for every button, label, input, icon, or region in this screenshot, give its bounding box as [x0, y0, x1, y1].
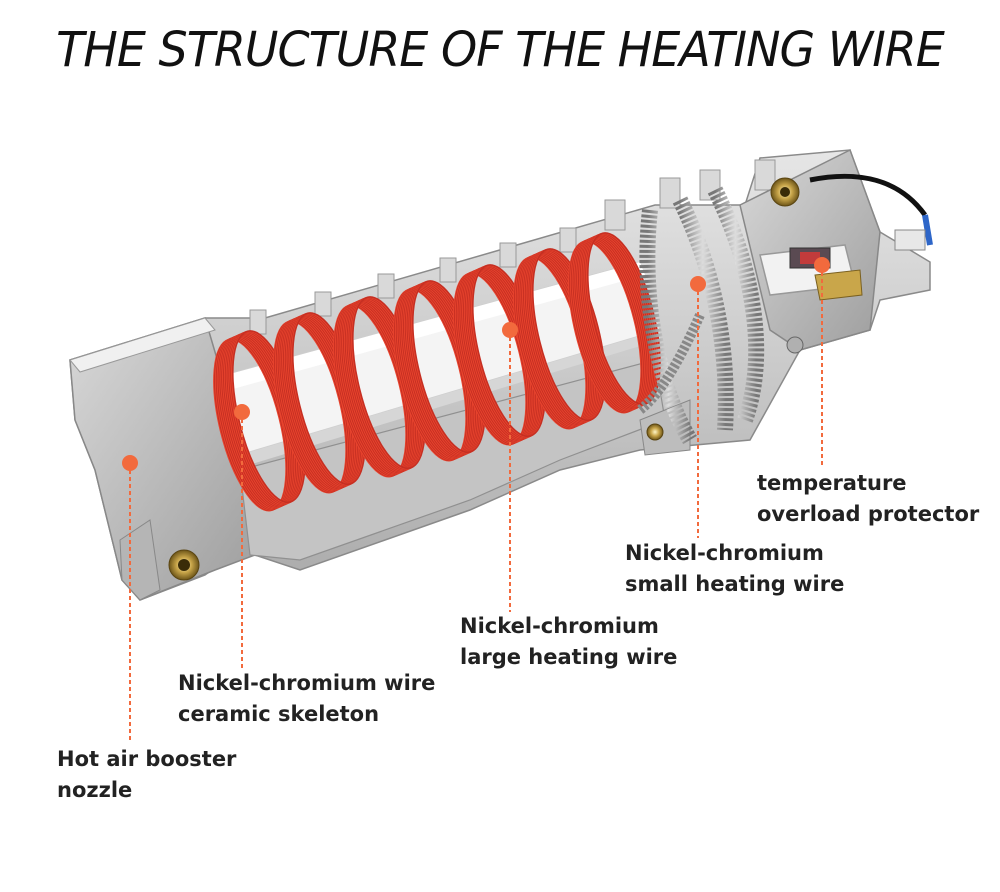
label-small-heating-wire: Nickel-chromium small heating wire: [625, 538, 844, 600]
callout-dot-skeleton: [234, 404, 250, 420]
temperature-protector: [759, 173, 933, 301]
label-temperature-overload-protector: temperature overload protector: [757, 468, 979, 530]
callout-lines: [129, 265, 823, 742]
label-protector-line1: temperature: [757, 471, 907, 495]
large-heating-coil: [213, 232, 661, 512]
callout-dots: [122, 257, 830, 471]
label-nozzle-line2: nozzle: [57, 778, 133, 802]
page-title: THE STRUCTURE OF THE HEATING WIRE: [56, 20, 945, 78]
label-small-wire-line2: small heating wire: [625, 572, 845, 596]
label-small-wire-line1: Nickel-chromium: [625, 541, 824, 565]
label-skeleton-line1: Nickel-chromium wire: [178, 671, 436, 695]
label-hot-air-booster-nozzle: Hot air booster nozzle: [57, 744, 236, 806]
small-heating-coil: [636, 186, 765, 445]
callout-dot-small-wire: [690, 276, 706, 292]
label-ceramic-skeleton: Nickel-chromium wire ceramic skeleton: [178, 668, 435, 730]
label-nozzle-line1: Hot air booster: [57, 747, 237, 771]
label-large-wire-line1: Nickel-chromium: [460, 614, 659, 638]
label-large-wire-line2: large heating wire: [460, 645, 678, 669]
ceramic-skeleton: [214, 261, 661, 467]
rivets: [168, 177, 804, 581]
label-protector-line2: overload protector: [757, 502, 980, 526]
callout-dot-protector: [814, 257, 830, 273]
label-large-heating-wire: Nickel-chromium large heating wire: [460, 611, 677, 673]
callout-dot-nozzle: [122, 455, 138, 471]
label-skeleton-line2: ceramic skeleton: [178, 702, 380, 726]
callout-dot-large-wire: [502, 322, 518, 338]
